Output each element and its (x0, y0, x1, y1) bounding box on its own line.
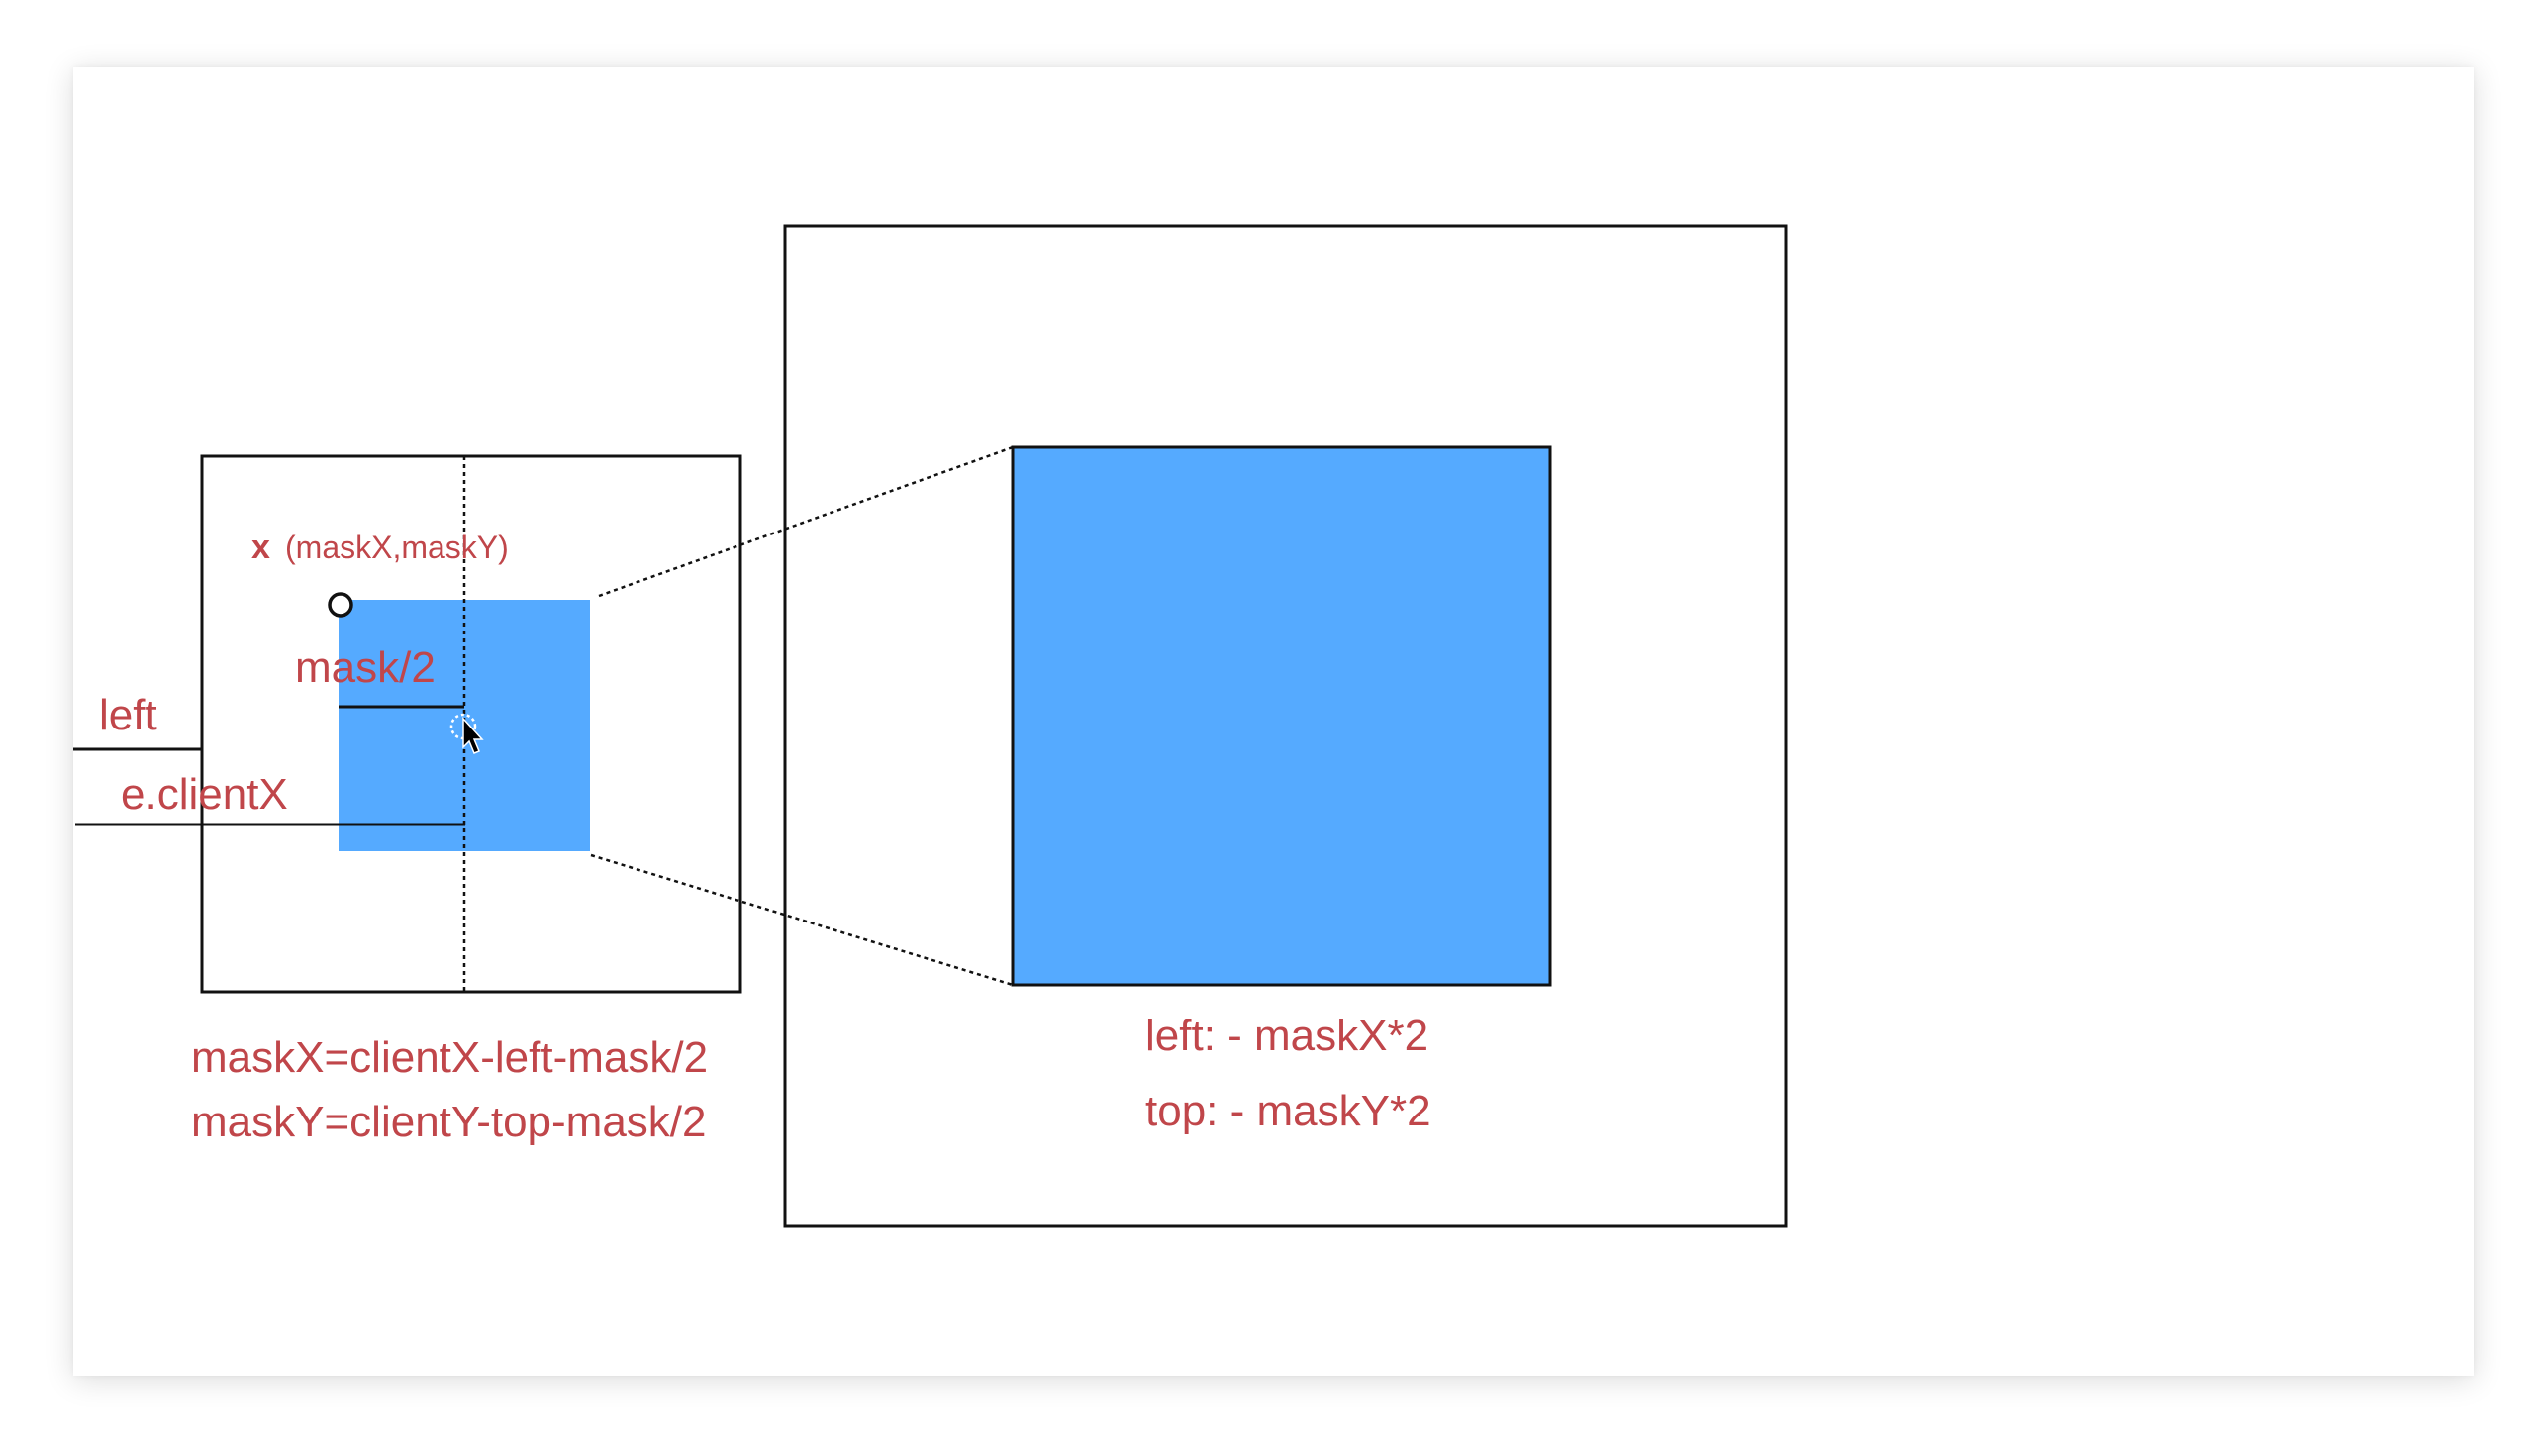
mouse-cursor-icon (449, 713, 484, 754)
zoomed-square (1011, 445, 1552, 987)
small-image-box (200, 454, 742, 994)
mask-coord-label: (maskX,maskY) (285, 530, 509, 565)
big-left-formula: left: - maskX*2 (1145, 1012, 1428, 1060)
mask-coord-x-label: x (251, 529, 270, 566)
circle-marker-icon (328, 592, 353, 618)
connector-line-top (598, 445, 1014, 598)
formula-masky: maskY=clientY-top-mask/2 (191, 1098, 706, 1146)
formula-maskx: maskX=clientX-left-mask/2 (191, 1033, 708, 1082)
big-top-formula: top: - maskY*2 (1145, 1087, 1431, 1135)
big-image-box (783, 224, 1788, 1228)
clientx-label: e.clientX (121, 770, 288, 819)
connector-line-bottom (590, 853, 1014, 987)
left-label: left (99, 691, 157, 739)
half-mask-label: mask/2 (295, 643, 436, 692)
